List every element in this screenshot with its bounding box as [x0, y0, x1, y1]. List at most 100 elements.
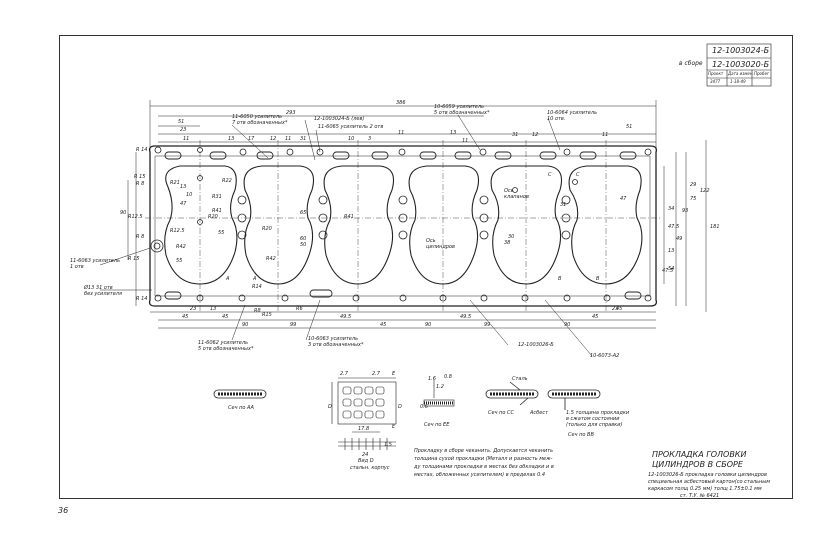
radius-r15b: R 15 — [128, 256, 139, 262]
rev-value-2: 1-18-49 — [730, 79, 746, 84]
callout-left1: 11-6063 усилитель 1 отв — [70, 258, 121, 270]
sheet-frame — [59, 35, 793, 499]
section-mark-c2: C — [576, 172, 580, 178]
dim-left-90: 90 — [120, 210, 126, 216]
radius-r125: R12.5 — [128, 214, 143, 220]
title-line-2: ЦИЛИНДРОВ В СБОРЕ — [652, 460, 743, 469]
title-spec-4: ст. Т.У. № 6421 — [680, 493, 720, 499]
dim-top-11b: 11 — [285, 136, 291, 142]
dim-misc-47: 47 — [620, 196, 627, 202]
dim-bottom-99b: 99 — [484, 322, 490, 328]
assembly-note: в сборе — [679, 60, 703, 67]
dim-top-13b: 13 — [450, 130, 456, 136]
dim-bottom-13: 13 — [210, 306, 216, 312]
rev-header-3: Пробег — [754, 71, 770, 76]
dim-ee-06: 0.6 — [420, 404, 428, 410]
note-line-2: толщина сухой прокладки (Металл и разнос… — [414, 456, 553, 462]
rev-header-1: Проект — [708, 71, 724, 76]
rev-value-1: 3477 — [710, 79, 721, 84]
dim-e-27a: 2.7 — [340, 371, 349, 377]
callout-rb2: 10-6073-А2 — [590, 353, 620, 359]
dim-top-11c: 11 — [398, 130, 404, 136]
radius-r15: R 15 — [134, 174, 145, 180]
section-mark-c: C — [548, 172, 552, 178]
cylinder-bore — [164, 165, 238, 285]
bolt-holes — [150, 146, 652, 302]
dim-right-181: 181 — [710, 224, 720, 230]
radius-r42: R42 — [176, 244, 186, 250]
dim-bottom-495b: 49.5 — [460, 314, 471, 320]
dim-dd-178: 17.8 — [358, 426, 369, 432]
radius-r14: R 14 — [136, 147, 147, 153]
dim-inner: 293 — [286, 110, 296, 116]
radius-r6: R6 — [296, 306, 303, 312]
section-mark-a2: A — [252, 276, 257, 282]
mark-d2: D — [398, 404, 402, 410]
view-d-sub: стальн. корпус — [350, 465, 390, 471]
radius-r21: R21 — [170, 180, 180, 186]
dim-top-11d: 11 — [462, 138, 468, 144]
cylinder-bore — [243, 165, 315, 285]
section-ee-graphic — [423, 380, 455, 407]
dim-misc-60: 60 — [300, 236, 306, 242]
dim-dd-15: 1.5 — [384, 442, 392, 448]
mark-d1: D — [328, 404, 332, 410]
dim-right-475: 47.5 — [668, 224, 679, 230]
radius-r20: R20 — [208, 214, 218, 220]
radius-r14c: R14 — [252, 284, 262, 290]
radius-r41b: R41 — [344, 214, 354, 220]
dim-bottom-99: 99 — [290, 322, 296, 328]
radius-r42b: R42 — [266, 256, 276, 262]
dim-misc-50: 50 — [300, 242, 306, 248]
rev-header-2: Дата измен. — [728, 71, 754, 76]
title-spec-3: каркасом толщ 0.25 мм) толщ 1.75±0.1 мм — [648, 486, 762, 492]
cylinder-bore — [490, 165, 563, 285]
revision-table — [706, 43, 772, 87]
page-number: 36 — [58, 506, 69, 515]
section-cc-label: Сеч по СС — [488, 410, 515, 416]
title-line-1: ПРОКЛАДКА ГОЛОВКИ — [652, 450, 747, 459]
view-e-graphic — [331, 377, 397, 425]
callout-top5: 10-6064 усилитель 10 отв. — [547, 110, 598, 122]
radius-r8b: R 8 — [136, 234, 144, 240]
dim-top-12: 12 — [270, 136, 276, 142]
dim-top-3: 3 — [368, 136, 371, 142]
dim-right-93: 93 — [682, 208, 688, 214]
dimension-lines — [127, 100, 707, 329]
dim-misc-38: 38 — [504, 240, 510, 246]
leader-lines — [99, 114, 593, 357]
dim-left-13: 13 — [180, 184, 186, 190]
dim-bottom-23: 23 — [190, 306, 196, 312]
top-slots — [164, 151, 637, 160]
section-ee-label: Сеч по ЕЕ — [424, 422, 450, 428]
radius-r14b: R 14 — [136, 296, 147, 302]
radius-r41: R41 — [212, 208, 222, 214]
dim-bottom-45b: 45 — [222, 314, 228, 320]
dim-top-51: 51 — [178, 119, 184, 125]
dim-top-31b: 31 — [512, 132, 518, 138]
section-aa-label: Сеч по АА — [228, 405, 254, 411]
cylinder-bore — [323, 165, 395, 285]
cylinder-bore — [568, 165, 643, 285]
title-spec-2: специальная асбестовый картон(со стальны… — [648, 479, 771, 485]
callout-rb1: 12-1003026-Б — [518, 342, 554, 348]
section-mark-b: B — [558, 276, 562, 282]
dim-right-34: 34 — [668, 206, 674, 212]
dim-misc-65: 65 — [300, 210, 306, 216]
dim-ee-08: 0.8 — [444, 374, 452, 380]
section-cc-graphic — [485, 381, 539, 406]
section-bb-label: Сеч по ВВ — [568, 432, 594, 438]
dim-misc-31: 31 — [560, 202, 566, 208]
dim-right-49: 49 — [676, 236, 682, 242]
layer-asbestos: Асбест — [530, 410, 548, 416]
layer-note: 1.5 толщина прокладки в сжатом состоянии… — [566, 410, 630, 428]
cylinder-bores — [164, 165, 643, 285]
callout-left2: Ø13 31 отв без усилителя — [84, 285, 123, 297]
title-spec-1: 12-1003026-Б прокладка головки цилиндров — [648, 472, 767, 478]
dim-misc-30: 30 — [508, 234, 514, 240]
section-bb-graphic — [547, 389, 601, 410]
callout-bottom2: 10-6063 усилитель 3 отв обозначенных* — [308, 336, 364, 348]
dim-bottom-45d: 45 — [592, 314, 598, 320]
callout-top2: 12-1003024-Б (лев) — [314, 116, 365, 122]
